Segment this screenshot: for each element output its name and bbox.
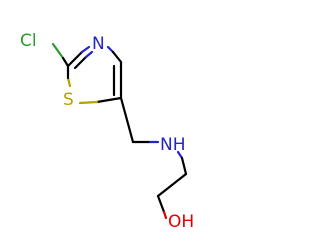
atom-label-n-ring: N	[92, 34, 105, 54]
bond-c2-n3-double-b	[84, 50, 94, 59]
bond-c5-ch2	[119, 96, 135, 144]
bonds	[51, 42, 188, 220]
bond-c2-n3-b	[80, 45, 91, 54]
bond-ch2-ch2	[156, 172, 188, 198]
atom-label-nh: NH	[160, 135, 186, 155]
bond-c5-s1	[95, 96, 123, 104]
bond-ch2-oh	[156, 194, 166, 214]
molecule-structure: Cl N S NH OH	[20, 31, 194, 232]
bond-n3-c4	[106, 45, 115, 54]
bond-nh-ch2-b	[180, 156, 188, 176]
atom-label-cl: Cl	[20, 31, 37, 51]
bond-c2-n3-double	[73, 55, 88, 70]
bond-c2-n3	[66, 50, 84, 68]
bond-cl-c2	[51, 42, 65, 60]
atom-label-s-ring: S	[63, 90, 74, 110]
bond-ch2-oh-b	[162, 210, 168, 220]
bond-s1-c2	[66, 76, 72, 88]
bond-c5-s1-b	[78, 100, 99, 105]
bond-n3-c4-b	[111, 50, 123, 64]
atom-label-oh: OH	[168, 212, 194, 232]
bond-cl-c2-b	[61, 56, 70, 68]
bond-nh-ch2	[176, 150, 184, 160]
